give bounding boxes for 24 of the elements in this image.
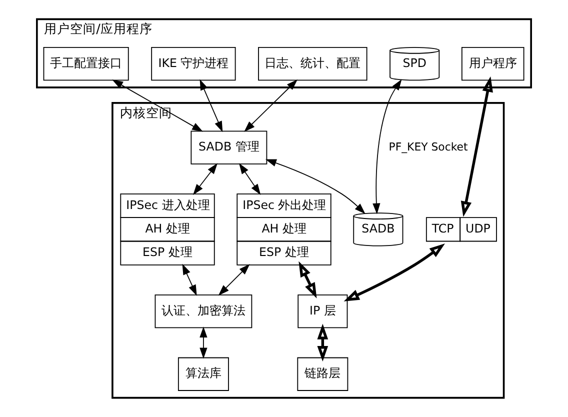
node-box: IKE 守护进程 (151, 46, 236, 81)
node-box: 日志、统计、配置 (258, 46, 368, 81)
arrow (265, 159, 366, 214)
arrow (218, 264, 250, 296)
node-box: 用户程序 (461, 46, 524, 81)
arrow (182, 264, 197, 296)
arrow (200, 326, 208, 359)
node-box: 链路层 (297, 357, 348, 391)
arrow (298, 261, 317, 298)
arrow (238, 163, 261, 195)
arrow (193, 163, 218, 195)
node-box: 手工配置接口 (43, 46, 129, 81)
node-box: 认证、加密算法 (154, 294, 252, 328)
arrow (372, 79, 402, 214)
node-box: IP 层 (298, 294, 348, 328)
arrow (112, 80, 204, 132)
arrow (244, 80, 298, 132)
arrow (200, 79, 223, 132)
edge-label: PF_KEY Socket (388, 140, 468, 154)
node-box: SADB 管理 (190, 130, 268, 164)
node-box: 算法库 (178, 357, 229, 391)
arrow (460, 76, 493, 217)
arrow (344, 243, 445, 302)
arrow (317, 324, 328, 362)
